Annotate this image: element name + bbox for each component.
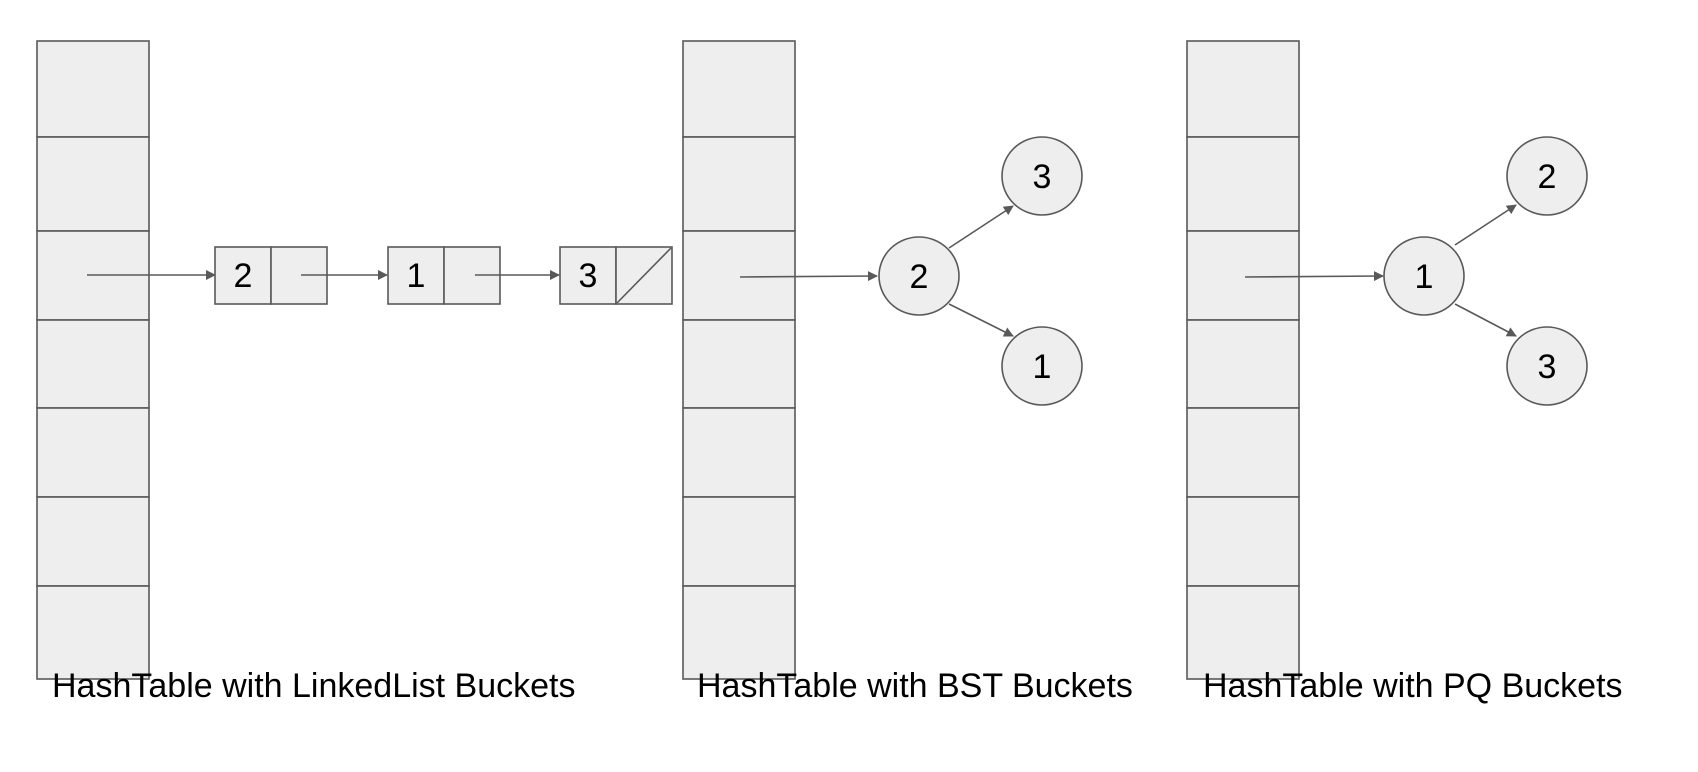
edge-root-to-upper-child xyxy=(948,205,1014,249)
tree-node-lower-child: 1 xyxy=(1001,326,1083,406)
node-circle xyxy=(1506,326,1588,406)
bucket-5 xyxy=(682,496,796,587)
bucket-5 xyxy=(36,496,150,587)
bucket-1 xyxy=(682,136,796,232)
tree-node-lower-child: 3 xyxy=(1506,326,1588,406)
bucket-3 xyxy=(682,319,796,409)
bucket-6 xyxy=(1186,585,1300,680)
panel-caption: HashTable with BST Buckets xyxy=(697,667,1133,705)
panel-pq: 1 2 3 HashTable with PQ Buckets xyxy=(1186,40,1623,705)
tree-node-root: 2 xyxy=(878,236,960,316)
edge-root-to-lower-child xyxy=(1454,303,1517,337)
bucket-6 xyxy=(682,585,796,680)
node-circle xyxy=(1001,136,1083,216)
bucket-2 xyxy=(682,230,796,321)
bucket-2 xyxy=(1186,230,1300,321)
bucket-3 xyxy=(36,319,150,409)
bucket-4 xyxy=(36,407,150,498)
list-node-3: 3 xyxy=(559,246,673,305)
panel-caption: HashTable with PQ Buckets xyxy=(1203,667,1623,705)
panel-caption: HashTable with LinkedList Buckets xyxy=(52,667,576,705)
node-circle xyxy=(1506,136,1588,216)
bucket-5 xyxy=(1186,496,1300,587)
panel-linkedlist: 2 1 3 HashTable with LinkedList Buckets xyxy=(36,40,673,705)
node-value-cell xyxy=(214,246,272,305)
node-value: 2 xyxy=(1538,158,1557,196)
list-node-1: 2 xyxy=(214,246,328,305)
node-circle xyxy=(878,236,960,316)
panel-bst: 2 3 1 HashTable with BST Buckets xyxy=(682,40,1133,705)
tree-node-upper-child: 3 xyxy=(1001,136,1083,216)
node-value: 3 xyxy=(1033,158,1052,196)
tree-node-root: 1 xyxy=(1383,236,1465,316)
node-value: 3 xyxy=(579,257,598,295)
arrow-bucket-to-root xyxy=(739,271,878,282)
node-circle xyxy=(1001,326,1083,406)
bucket-4 xyxy=(1186,407,1300,498)
tree-node-upper-child: 2 xyxy=(1506,136,1588,216)
edge-root-to-upper-child xyxy=(1454,204,1517,246)
bucket-0 xyxy=(682,40,796,138)
node-value: 2 xyxy=(234,257,253,295)
node-value-cell xyxy=(559,246,617,305)
bucket-0 xyxy=(1186,40,1300,138)
bucket-1 xyxy=(1186,136,1300,232)
hashtable-array xyxy=(1186,40,1300,680)
node-value: 3 xyxy=(1538,348,1557,386)
node-circle xyxy=(1383,236,1465,316)
bucket-6 xyxy=(36,585,150,680)
node-value: 1 xyxy=(1033,348,1052,386)
hashtable-array xyxy=(682,40,796,680)
bucket-1 xyxy=(36,136,150,232)
edge-root-to-lower-child xyxy=(948,303,1014,337)
bucket-3 xyxy=(1186,319,1300,409)
node-value: 2 xyxy=(910,258,929,296)
node-value: 1 xyxy=(1415,258,1434,296)
node-value: 1 xyxy=(407,257,426,295)
bucket-4 xyxy=(682,407,796,498)
null-pointer-slash xyxy=(616,247,672,304)
bucket-0 xyxy=(36,40,150,138)
arrow-bucket-to-root xyxy=(1244,271,1384,282)
hashtable-array xyxy=(36,40,150,680)
